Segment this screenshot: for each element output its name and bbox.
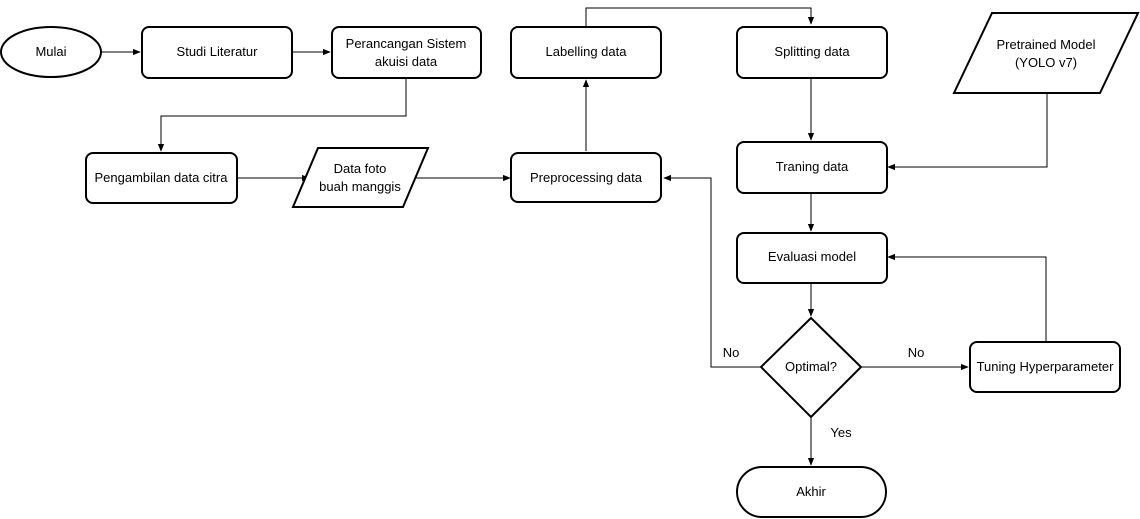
node-preprocessing-label: Preprocessing data (530, 170, 643, 185)
node-perancangan-line2: akuisi data (375, 54, 438, 69)
node-evaluasi-label: Evaluasi model (768, 249, 856, 264)
edge-label-no-left: No (723, 345, 740, 360)
node-preprocessing[interactable]: Preprocessing data (510, 152, 662, 203)
node-mulai[interactable]: Mulai (0, 26, 102, 78)
node-pengambilan[interactable]: Pengambilan data citra (85, 152, 238, 204)
edge-tuning-evaluasi (887, 253, 1047, 341)
edge-labelling-splitting (585, 7, 815, 26)
node-splitting-label: Splitting data (774, 44, 850, 59)
node-pretrained-line2: (YOLO v7) (1015, 55, 1077, 70)
node-splitting[interactable]: Splitting data (736, 26, 888, 79)
node-studi-literatur-label: Studi Literatur (177, 44, 259, 59)
node-labelling-label: Labelling data (546, 44, 628, 59)
node-akhir-label: Akhir (796, 484, 826, 499)
node-pretrained[interactable]: Pretrained Model (YOLO v7) (952, 12, 1140, 94)
node-traning-label: Traning data (776, 159, 849, 174)
node-perancangan-line1: Perancangan Sistem (346, 36, 467, 51)
node-evaluasi[interactable]: Evaluasi model (736, 232, 888, 284)
node-akhir[interactable]: Akhir (736, 466, 887, 518)
node-studi-literatur[interactable]: Studi Literatur (141, 26, 293, 79)
node-optimal[interactable]: Optimal? (759, 316, 863, 419)
edges (102, 7, 1048, 466)
node-datafoto-line2: buah manggis (319, 179, 401, 194)
node-tuning[interactable]: Tuning Hyperparameter (969, 341, 1121, 393)
node-datafoto[interactable]: Data foto buah manggis (291, 147, 430, 208)
node-traning[interactable]: Traning data (736, 141, 888, 194)
node-datafoto-line1: Data foto (334, 161, 387, 176)
node-labelling[interactable]: Labelling data (510, 26, 662, 79)
node-tuning-label: Tuning Hyperparameter (977, 359, 1114, 374)
node-perancangan[interactable]: Perancangan Sistem akuisi data (331, 26, 482, 79)
node-pengambilan-label: Pengambilan data citra (95, 170, 229, 185)
node-optimal-label: Optimal? (785, 359, 837, 374)
node-mulai-label: Mulai (35, 44, 66, 59)
node-pretrained-line1: Pretrained Model (997, 37, 1096, 52)
edge-pretrained-traning (887, 94, 1048, 171)
edge-label-no-right: No (908, 345, 925, 360)
edge-label-yes: Yes (830, 425, 852, 440)
edge-optimal-preprocessing (663, 174, 761, 368)
edge-perancangan-pengambilan (157, 78, 407, 152)
